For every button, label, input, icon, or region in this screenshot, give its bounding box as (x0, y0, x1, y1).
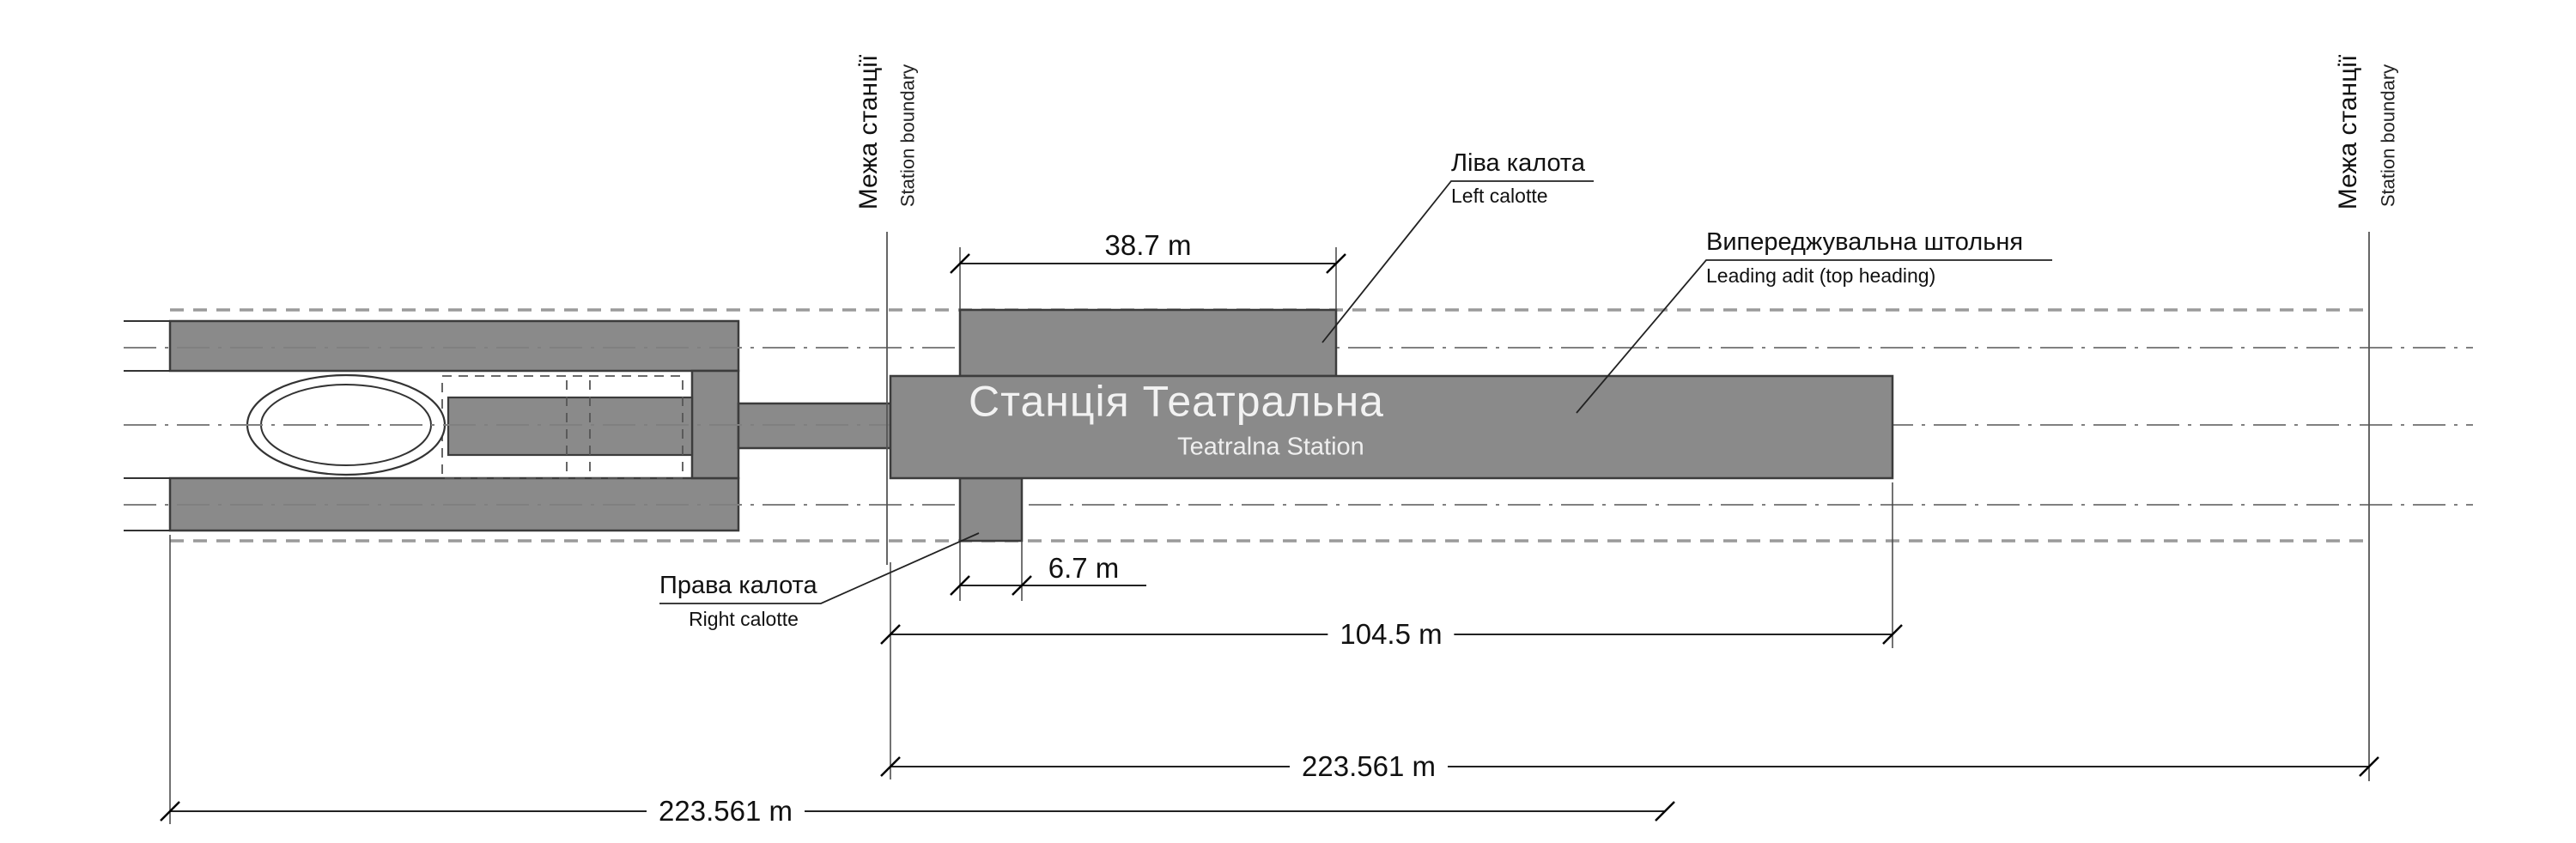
label-station-boundary-left-en: Station boundary (896, 64, 919, 208)
label-right-calotte-uk: Права калота (659, 572, 817, 599)
leader-left-calotte (1321, 180, 1594, 343)
station-body-shape (889, 374, 1894, 480)
dimension-overall-length-upper: 223.561 m (1290, 750, 1448, 783)
top-tunnel-bar (168, 319, 740, 373)
label-station-boundary-right-en: Station boundary (2377, 64, 2399, 208)
dimension-station-length: 104.5 m (1327, 618, 1455, 651)
station-title: Станція Театральна (969, 377, 1384, 426)
leader-lines (659, 180, 2052, 604)
leader-leading-adit (1576, 259, 2052, 414)
label-leading-adit-uk: Випереджувальна штольня (1706, 228, 2024, 256)
label-left-calotte-en: Left calotte (1451, 185, 1548, 207)
label-station-boundary-right-uk: Межа станції (2333, 54, 2362, 210)
connector-neck (737, 402, 893, 450)
leader-right-calotte (659, 532, 980, 604)
dimension-overall-length-lower: 223.561 m (647, 795, 805, 828)
dimension-right-calotte-length: 6.7 m (1048, 552, 1120, 585)
right-calotte-shape (958, 476, 1024, 543)
left-calotte-shape (958, 308, 1338, 378)
label-station-boundary-left-uk: Межа станції (854, 54, 883, 210)
dimension-ticks (160, 253, 2379, 822)
hidden-outline-dashed-rect (441, 375, 683, 479)
station-subtitle: Teatralna Station (1177, 433, 1364, 461)
middle-gallery-band (447, 396, 694, 457)
tunnel-continuation-stubs (124, 320, 170, 531)
label-left-calotte-uk: Ліва калота (1451, 149, 1586, 177)
station-body-group (889, 308, 1894, 543)
extension-lines (169, 247, 1893, 824)
dimension-left-calotte-length: 38.7 m (1104, 229, 1192, 262)
label-leading-adit-en: Leading adit (top heading) (1706, 264, 1936, 287)
label-right-calotte-en: Right calotte (689, 608, 799, 630)
